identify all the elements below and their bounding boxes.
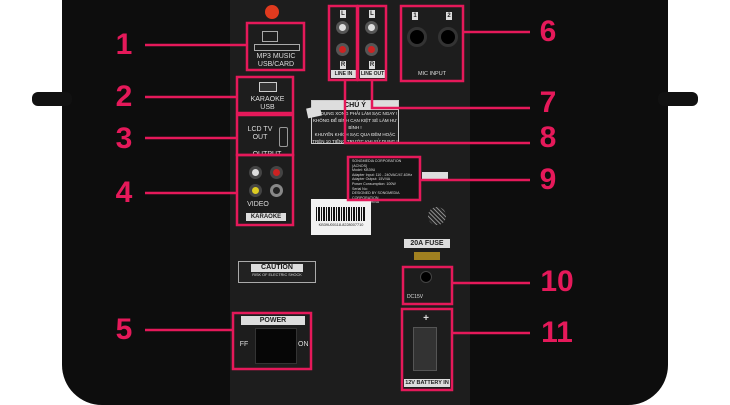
dc-label: DC15V [406, 294, 424, 300]
callout-number-8: 8 [539, 121, 557, 154]
spec-line: Adapter Output: 15V/4A [352, 177, 391, 182]
right-handle [658, 92, 698, 106]
line-in-box [327, 4, 359, 82]
power-label: POWER [241, 316, 305, 325]
caution-sub: RISK OF ELECTRIC SHOCK [252, 273, 302, 277]
mic-1-label: 1 [412, 12, 418, 20]
mic-2-label: 2 [446, 12, 452, 20]
warning-line: KHUYẾN KHÍCH SẠC QUA ĐÊM HOẶC [314, 132, 396, 137]
battery-plus: + [423, 313, 429, 324]
callout-number-7: 7 [539, 86, 557, 119]
vent-grille [428, 207, 446, 225]
line-out-red-jack [365, 43, 378, 56]
av-black-jack [270, 184, 283, 197]
callout-box-6 [399, 4, 465, 83]
callout-number-10: 10 [540, 265, 574, 298]
line-in-l: L [340, 10, 346, 18]
karaoke-usb-port [259, 82, 277, 92]
karaoke-label: KARAOKE [246, 213, 286, 221]
sd-card-slot [254, 44, 300, 51]
caution-title: CAUTION [251, 264, 303, 272]
mic-1-jack [407, 27, 427, 47]
leader-8 [343, 80, 530, 145]
warning-label: CHÚ Ý SỬ DỤNG XONG PHẢI LÀM SẠC NGAY ! K… [311, 100, 399, 144]
callout-box-1 [245, 21, 306, 72]
fuse-label: 20A FUSE [404, 239, 450, 248]
spec-label: SONGMEDIA CORPORATION (ACNOS) Model: KB3… [350, 158, 418, 204]
spec-line: Model: KB39U [352, 168, 376, 173]
lcd-tv-out-label: LCD TV OUT [247, 126, 273, 141]
callout-box-11 [400, 307, 454, 392]
mic-2-jack [438, 27, 458, 47]
line-out-label: LINE OUT [360, 70, 385, 78]
battery-label: 12V BATTERY IN [404, 379, 450, 387]
line-in-white-jack [336, 21, 349, 34]
line-out-box [356, 4, 388, 82]
warning-line: SỬ DỤNG XONG PHẢI LÀM SẠC NGAY ! [312, 111, 398, 116]
line-out-white-jack [365, 21, 378, 34]
callout-number-9: 9 [539, 163, 557, 196]
callout-number-5: 5 [115, 313, 133, 346]
callout-number-4: 4 [115, 176, 133, 209]
mic-input-label: MIC INPUT [417, 71, 447, 77]
line-in-red-jack [336, 43, 349, 56]
spec-line: Adapter Input: 110 - 240VAC/47-63Hz [352, 172, 413, 177]
callout-box-2 [235, 75, 295, 115]
line-in-label: LINE IN [331, 70, 356, 78]
hdmi-port [279, 127, 288, 147]
callout-number-1: 1 [115, 28, 133, 61]
av-white-jack [249, 166, 262, 179]
warning-line: KHÔNG ĐỂ BÌNH CẠN KIỆT SẼ LÀM HƯ BÌNH ! [312, 118, 398, 130]
spec-line: SONGMEDIA CORPORATION (ACNOS) [352, 159, 402, 168]
spec-line: Serial No: [352, 186, 368, 191]
caution-label: CAUTION RISK OF ELECTRIC SHOCK [238, 261, 316, 283]
barcode-sticker: KB39U00118-8228007710 [311, 199, 371, 235]
line-out-r: R [369, 61, 375, 69]
callout-box-9 [346, 155, 422, 202]
video-label: VIDEO [247, 201, 269, 208]
warning-title: CHÚ Ý [312, 101, 398, 110]
usb-card-slot [262, 31, 278, 42]
callout-box-4 [235, 153, 295, 227]
power-on-label: ON [298, 341, 309, 348]
barcode-text: KB39U00118-8228007710 [318, 223, 364, 227]
battery-terminal [413, 327, 437, 371]
callout-box-10 [401, 265, 454, 306]
logo-sticker [265, 5, 279, 19]
small-sticker [422, 172, 448, 179]
callout-number-6: 6 [539, 15, 557, 48]
power-off-label: FF [239, 341, 249, 348]
av-red-jack [270, 166, 283, 179]
callout-number-3: 3 [115, 122, 133, 155]
fuse [414, 252, 440, 260]
barcode [316, 207, 366, 221]
leader-7 [370, 80, 530, 110]
karaoke-usb-label: KARAOKE USB [250, 96, 285, 111]
power-switch[interactable] [255, 328, 297, 364]
left-handle [32, 92, 72, 106]
callout-box-3 [235, 113, 295, 157]
warning-line: TRÊN 10 TIẾNG TRƯỚC KHI SỬ DỤNG ! [312, 139, 398, 144]
callout-number-2: 2 [115, 80, 133, 113]
av-yellow-jack [249, 184, 262, 197]
callout-box-5 [231, 311, 313, 371]
line-out-l: L [369, 10, 375, 18]
spec-line: Power Consumption: 100W [352, 181, 396, 186]
callout-number-11: 11 [541, 316, 573, 349]
spec-line: DESIGNED BY SONGMEDIA CORPORATION [352, 191, 400, 200]
line-in-r: R [340, 61, 346, 69]
dc-jack [420, 271, 432, 283]
mp3-label: MP3 MUSIC USB/CARD [256, 53, 296, 68]
